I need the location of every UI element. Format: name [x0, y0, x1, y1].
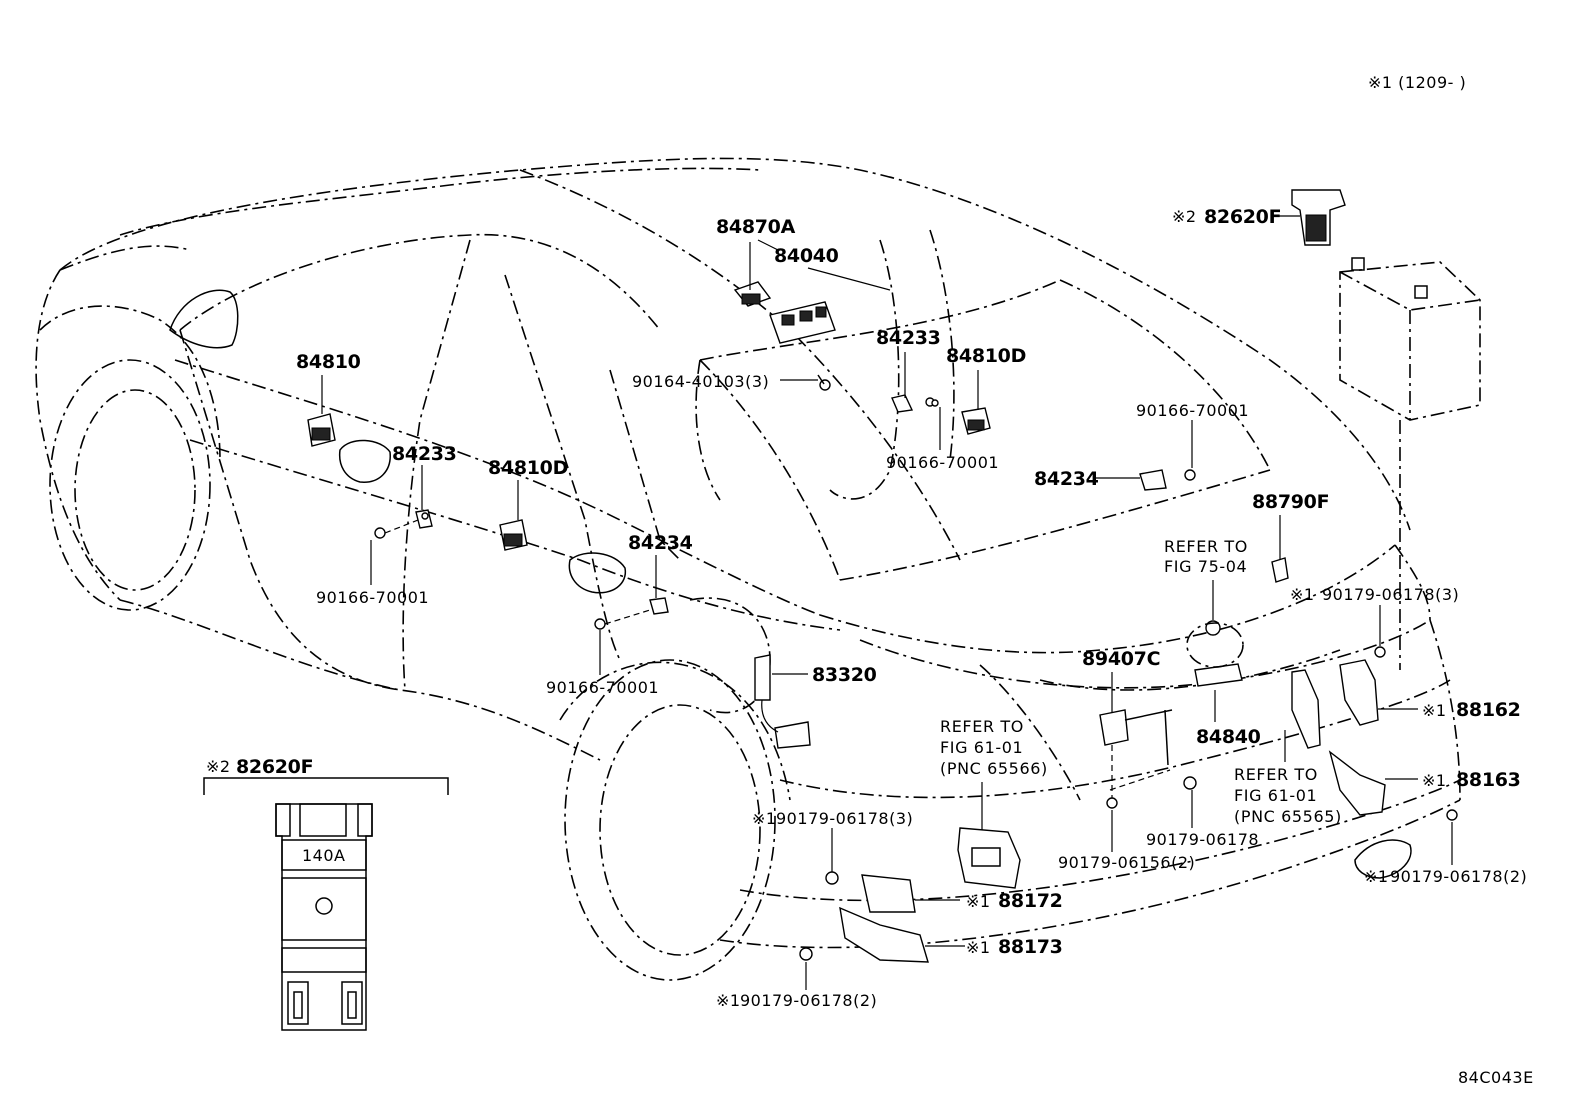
label-90166-left: 90166-70001 [316, 588, 429, 607]
label-83320: 83320 [812, 664, 877, 686]
ref-61a-line1: REFER TO [940, 717, 1024, 736]
label-84810-left: 84810 [296, 351, 361, 373]
label-84840: 84840 [1196, 726, 1261, 748]
leader-lines [321, 215, 1453, 990]
mark-88173: ※1 [966, 938, 991, 957]
mark-90179-2-right: ※1 [1364, 867, 1389, 886]
ref-61a-line3: (PNC 65566) [940, 759, 1048, 778]
mark-88172: ※1 [966, 892, 991, 911]
label-89407C: 89407C [1082, 648, 1160, 670]
label-84810D-top: 84810D [946, 345, 1026, 367]
label-90179-3-left: 90179-06178(3) [776, 809, 913, 828]
mark-82620F-top: ※2 [1172, 207, 1197, 226]
label-90166-mid: 90166-70001 [546, 678, 659, 697]
label-90156: 90179-06156(2) [1058, 853, 1195, 872]
label-90179-single: 90179-06178 [1146, 830, 1259, 849]
switch-icon [733, 281, 772, 307]
ref-61b-line3: (PNC 65565) [1234, 807, 1342, 826]
part-labels: ※1 (1209- ) 84C043E ※2 82620F 84870A 840… [296, 73, 1534, 1087]
label-88173: 88173 [998, 936, 1063, 958]
ref-75-line1: REFER TO [1164, 537, 1248, 556]
switch-icon [1186, 620, 1244, 687]
switch-icon [307, 413, 336, 447]
label-90166-top-right: 90166-70001 [1136, 401, 1249, 420]
ecu-icon [957, 827, 1021, 889]
inset-mark: ※2 [206, 757, 231, 776]
inset-fuse-detail: ※2 82620F 140A [203, 756, 449, 1031]
header-note: ※1 (1209- ) [1368, 73, 1466, 92]
ref-61a-line2: FIG 61-01 [940, 738, 1023, 757]
label-84870A: 84870A [716, 216, 796, 238]
label-84234-right: 84234 [1034, 468, 1099, 490]
switch-icon [961, 407, 991, 435]
mark-88162: ※1 [1422, 701, 1447, 720]
label-84234-mid: 84234 [628, 532, 693, 554]
bracket-icon [1328, 750, 1458, 821]
inset-label: 82620F [236, 756, 313, 778]
label-82620F-top: 82620F [1204, 206, 1281, 228]
bracket-icon [799, 906, 929, 963]
label-90179-2-right: 90179-06178(2) [1390, 867, 1527, 886]
sensor-icon [594, 597, 669, 630]
label-88163: 88163 [1456, 769, 1521, 791]
bolt-icon [817, 374, 831, 391]
battery-icon [1339, 257, 1481, 670]
inset-fuse-rating: 140A [302, 846, 345, 865]
sensor-icon [754, 654, 811, 749]
mark-88163: ※1 [1422, 771, 1447, 790]
label-90164: 90164-40103(3) [632, 372, 769, 391]
switch-icon [769, 301, 836, 344]
ecu-icon [825, 871, 916, 913]
mark-90179-3-right: ※1 [1290, 585, 1315, 604]
mark-90179-2-bottom: ※1 [716, 991, 741, 1010]
label-90179-3-right: 90179-06178(3) [1322, 585, 1459, 604]
bolt-icon [1183, 776, 1197, 790]
label-90179-2-bottom: 90179-06178(2) [740, 991, 877, 1010]
label-88790F: 88790F [1252, 491, 1329, 513]
label-84233-top: 84233 [876, 327, 941, 349]
bracket-icon [1339, 646, 1386, 726]
label-88162: 88162 [1456, 699, 1521, 721]
ref-61b-line1: REFER TO [1234, 765, 1318, 784]
label-88172: 88172 [998, 890, 1063, 912]
fuse-icon [1291, 189, 1346, 246]
fuse-icon [275, 803, 373, 1031]
car-body-outline [35, 157, 1461, 981]
sensor-icon [1139, 469, 1196, 491]
bracket-icon [1291, 669, 1321, 749]
label-90166-top-center: 90166-70001 [886, 453, 999, 472]
sensor-icon [1099, 709, 1173, 809]
label-84233-left: 84233 [392, 443, 457, 465]
bolt-icon [421, 399, 939, 520]
sensor-icon [1271, 557, 1289, 583]
sensor-icon [891, 394, 935, 413]
figure-code: 84C043E [1458, 1068, 1534, 1087]
label-84810D-mid: 84810D [488, 457, 568, 479]
label-84040: 84040 [774, 245, 839, 267]
mark-90179-3-left: ※1 [752, 809, 777, 828]
switch-icon [499, 519, 528, 551]
ref-75-line2: FIG 75-04 [1164, 557, 1247, 576]
ref-61b-line2: FIG 61-01 [1234, 786, 1317, 805]
